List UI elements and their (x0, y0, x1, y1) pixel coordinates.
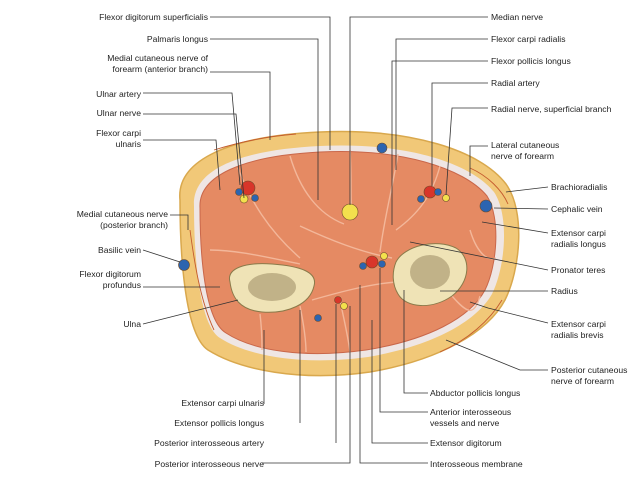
anterior-interosseous-artery (365, 255, 379, 269)
leader-line (143, 92, 241, 186)
leader-line (469, 301, 549, 324)
surface-vein-top (376, 142, 388, 154)
basilic-vein (178, 259, 190, 271)
leader-line (371, 320, 428, 444)
label-flexor-pollicis-longus: Flexor pollicis longus (491, 56, 571, 66)
label-extensor-carpi-radialis-longus: Extensor carpi radialis longus (551, 228, 606, 249)
muscle-division-line (259, 313, 263, 351)
radial-vein-a (417, 195, 425, 203)
label-palmaris-longus: Palmaris longus (146, 34, 208, 44)
label-flexor-carpi-radialis: Flexor carpi radialis (491, 34, 566, 44)
muscle-division-line (469, 229, 497, 260)
neurovascular-structures (178, 133, 509, 353)
label-basilic-vein: Basilic vein (98, 245, 141, 255)
ulna-bone (229, 263, 315, 313)
leader-line (379, 268, 428, 413)
label-ulnar-artery: Ulnar artery (96, 89, 141, 99)
leader-line (431, 82, 488, 186)
label-extensor-carpi-radialis-brevis: Extensor carpi radialis brevis (551, 319, 606, 340)
label-brachioradialis: Brachioradialis (551, 182, 608, 192)
muscle-division-line (299, 305, 307, 353)
anterior-interosseous-nerve (380, 252, 388, 260)
radius-bone (392, 243, 468, 307)
muscle-division-line (451, 295, 481, 311)
label-flexor-carpi-ulnaris: Flexor carpi ulnaris (96, 128, 141, 149)
label-median-nerve: Median nerve (491, 12, 544, 22)
label-lateral-cutaneous-nerve: Lateral cutaneous nerve of forearm (491, 140, 560, 161)
median-nerve (341, 203, 359, 221)
leader-line (505, 186, 549, 193)
cutaneous-nerve-trace (439, 299, 503, 353)
leader-line (170, 214, 189, 230)
label-abductor-pollicis-longus: Abductor pollicis longus (430, 388, 521, 398)
ulnar-vein-b (251, 194, 259, 202)
leader-line (210, 71, 271, 140)
label-radial-artery: Radial artery (491, 78, 540, 88)
leader-line (403, 290, 428, 394)
muscle-division-line (209, 249, 301, 265)
leader-line (210, 38, 319, 200)
radial-nerve (442, 194, 450, 202)
leader-line (493, 207, 549, 210)
leader-line (143, 139, 221, 191)
leader-line (349, 16, 488, 205)
label-flexor-digitorum-profundus: Flexor digitorum profundus (79, 269, 141, 290)
leader-line (409, 241, 549, 271)
cutaneous-nerve-trace (213, 133, 297, 151)
muscle-division-line (311, 281, 397, 301)
label-extensor-carpi-ulnaris: Extensor carpi ulnaris (181, 398, 264, 408)
label-interosseous-membrane: Interosseous membrane (430, 459, 523, 469)
cutaneous-nerve-trace (469, 167, 509, 205)
leader-line (445, 339, 548, 371)
radial-vein-b (434, 188, 442, 196)
label-pronator-teres: Pronator teres (551, 265, 606, 275)
ulnar-vein-a (235, 188, 243, 196)
leader-line (142, 299, 239, 325)
anterior-interosseous-vein-b (378, 260, 386, 268)
muscle-division-line (395, 165, 441, 231)
leader-line (359, 285, 428, 464)
leader-line (142, 249, 181, 263)
label-posterior-interosseous-artery: Posterior interosseous artery (154, 438, 264, 448)
radius-marrow (410, 255, 450, 289)
label-posterior-cutaneous-nerve: Posterior cutaneous nerve of forearm (551, 365, 628, 386)
muscle-division-line (289, 155, 345, 225)
leader-line (391, 60, 488, 225)
posterior-interosseous-artery (334, 296, 342, 304)
leader-lines (142, 16, 549, 464)
label-ulnar-nerve: Ulnar nerve (96, 108, 141, 118)
label-posterior-interosseous-nerve: Posterior interosseous nerve (154, 459, 264, 469)
label-extensor-digitorum: Extensor digitorum (430, 438, 502, 448)
leader-line (481, 221, 549, 234)
ulnar-artery (240, 180, 256, 196)
cutaneous-nerve-trace (189, 229, 215, 331)
posterior-interosseous-nerve (340, 302, 348, 310)
label-radial-nerve-superficial: Radial nerve, superficial branch (491, 104, 612, 114)
cephalic-vein (479, 199, 493, 213)
label-extensor-pollicis-longus: Extensor pollicis longus (174, 418, 264, 428)
label-anterior-interosseous-vessels: Anterior interosseous vessels and nerve (430, 407, 512, 428)
label-medial-cutaneous-nerve-posterior: Medial cutaneous nerve (posterior branch… (76, 209, 168, 230)
label-flexor-digitorum-superficialis: Flexor digitorum superficialis (99, 12, 208, 22)
label-cephalic-vein: Cephalic vein (551, 204, 603, 214)
leader-line (143, 113, 245, 199)
anterior-interosseous-vein-a (359, 262, 367, 270)
leader-line (469, 145, 488, 176)
label-ulna: Ulna (123, 319, 141, 329)
leader-line (445, 107, 488, 196)
ulna-marrow (248, 273, 296, 301)
posterior-vein (314, 314, 322, 322)
leader-line (262, 306, 351, 464)
leader-line (395, 38, 488, 170)
leader-line (210, 16, 331, 150)
label-medial-cutaneous-nerve-anterior: Medial cutaneous nerve of forearm (anter… (107, 53, 208, 74)
label-radius: Radius (551, 286, 578, 296)
